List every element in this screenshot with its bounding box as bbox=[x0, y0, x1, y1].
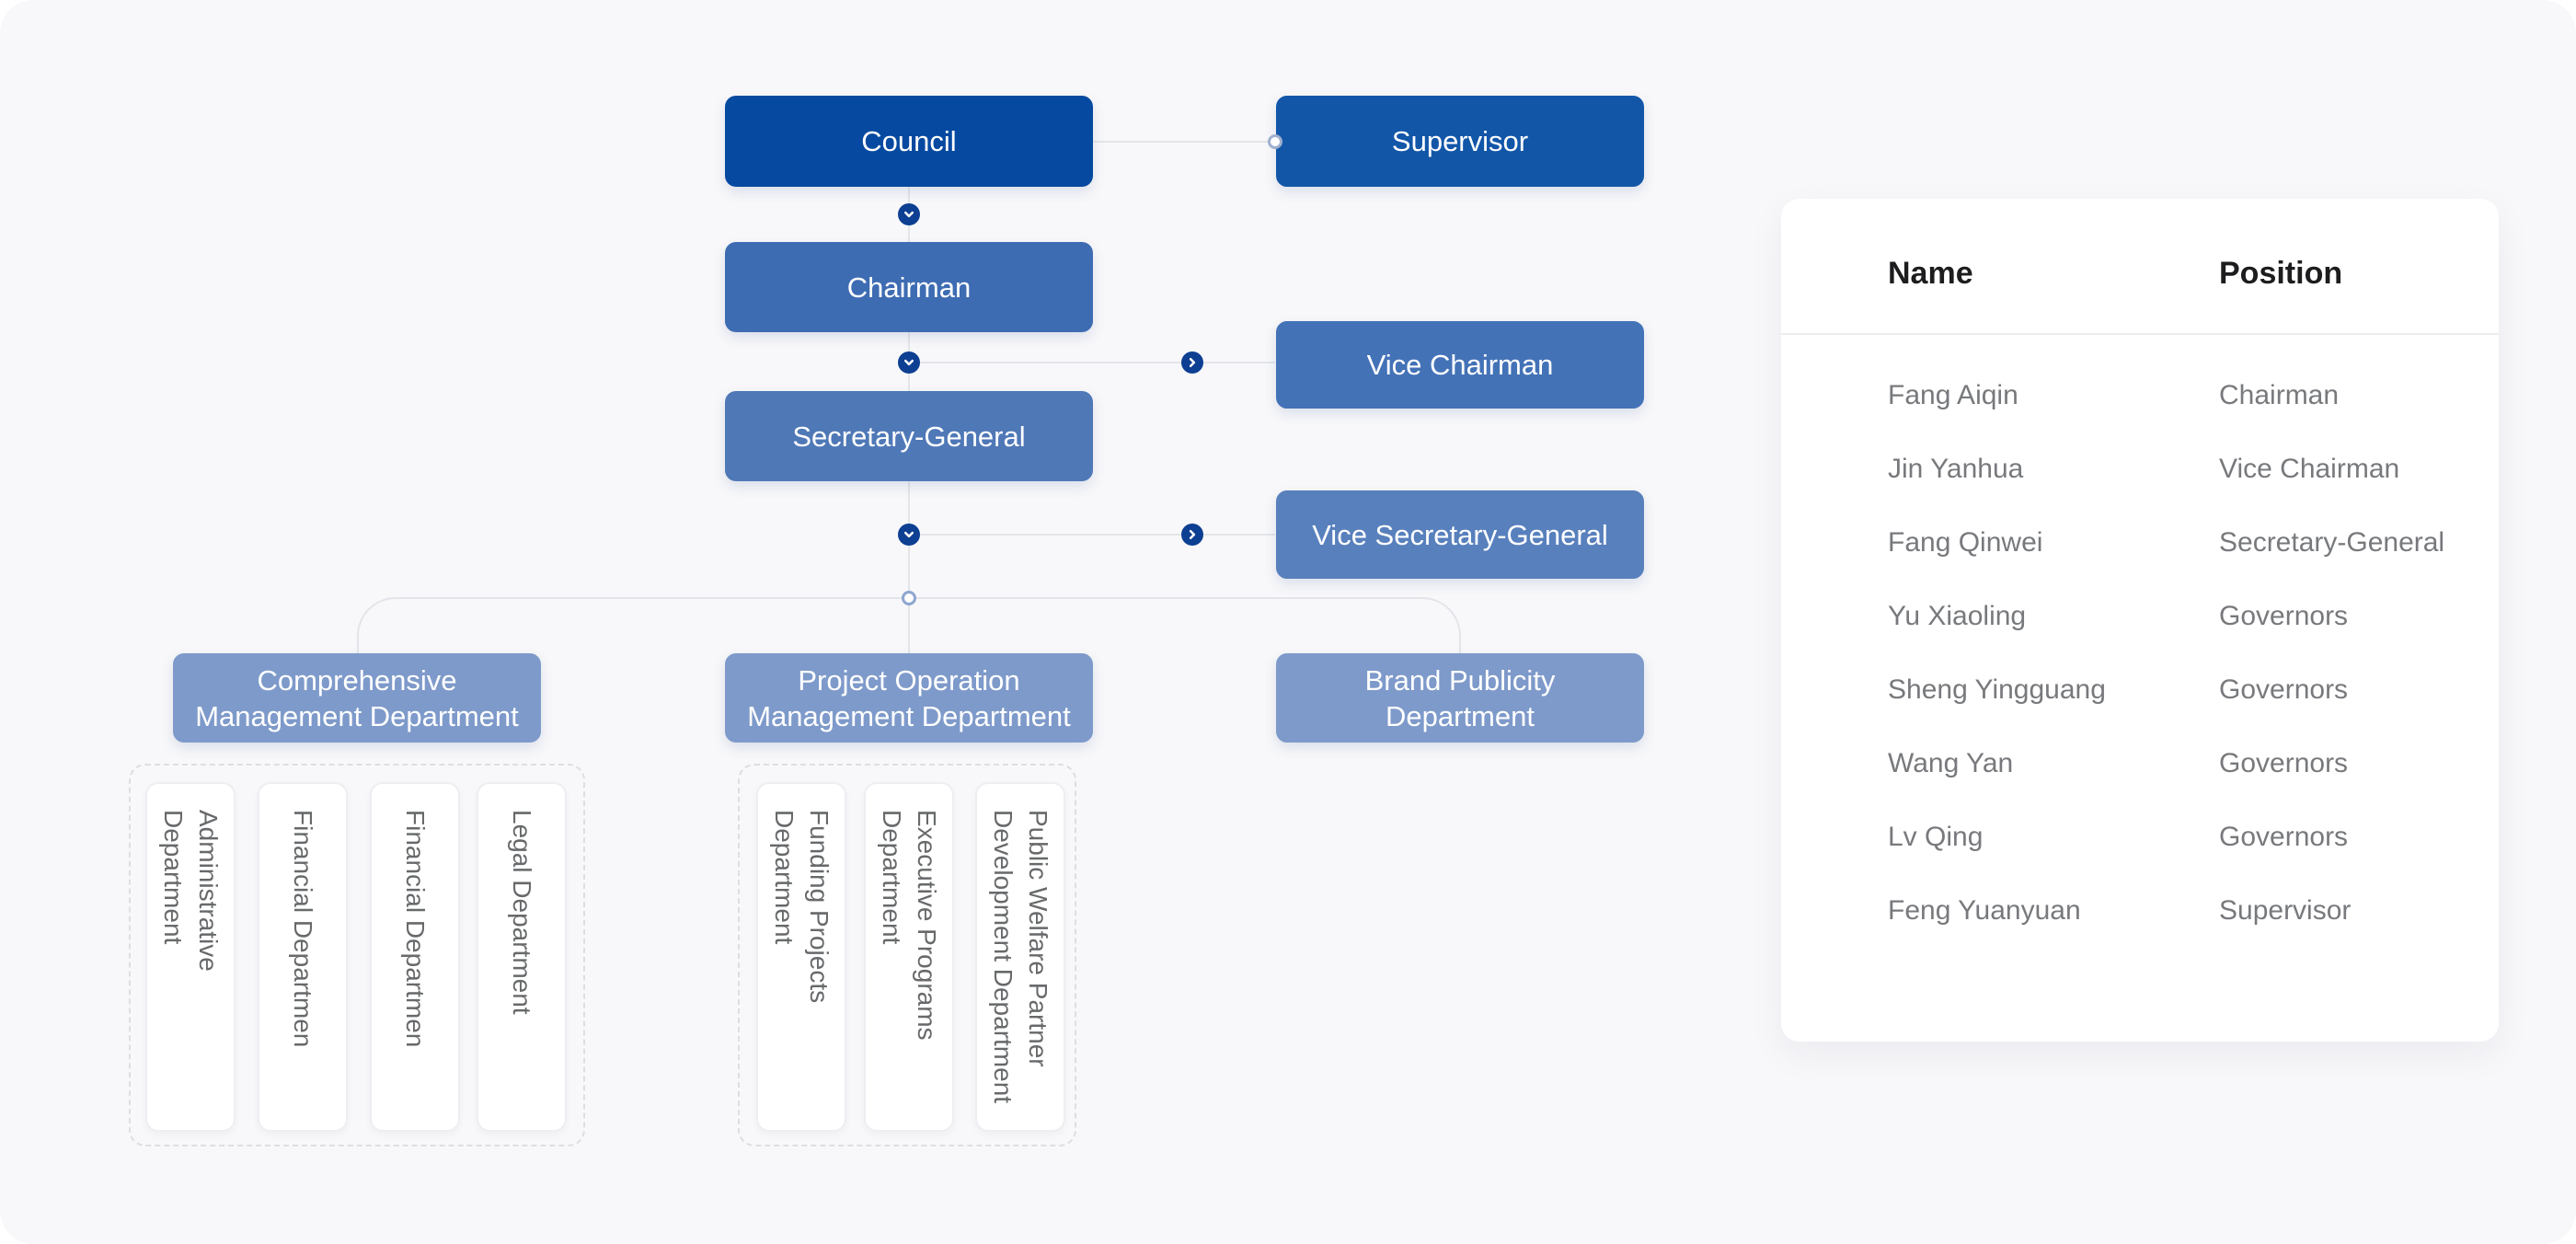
table-row: Lv Qing Governors bbox=[1781, 801, 2499, 874]
column-header-name: Name bbox=[1888, 256, 1973, 291]
sub-department-label: Legal Department bbox=[508, 810, 536, 1015]
member-position: Secretary-General bbox=[2219, 527, 2445, 558]
sub-department-card: Administrative Department bbox=[145, 782, 236, 1132]
org-node-vice-chairman: Vice Chairman bbox=[1276, 321, 1644, 409]
connector-line bbox=[908, 598, 910, 653]
table-row: Feng Yuanyuan Supervisor bbox=[1781, 874, 2499, 948]
member-position: Governors bbox=[2219, 748, 2349, 778]
chevron-right-icon[interactable] bbox=[1181, 351, 1203, 374]
table-row: Wang Yan Governors bbox=[1781, 727, 2499, 801]
sub-department-card: Legal Department bbox=[477, 782, 567, 1132]
column-header-position: Position bbox=[2219, 256, 2343, 291]
member-name: Fang Aiqin bbox=[1888, 380, 2018, 410]
sub-department-card: Funding Projects Department bbox=[756, 782, 846, 1132]
circle-connector-icon bbox=[1268, 134, 1282, 149]
sub-departments-project-group: Funding Projects Department Executive Pr… bbox=[738, 764, 1076, 1146]
sub-department-card: Executive Programs Department bbox=[864, 782, 954, 1132]
org-node-project-operation-management-department: Project Operation Management Department bbox=[725, 653, 1093, 743]
member-name: Fang Qinwei bbox=[1888, 527, 2043, 558]
member-name: Feng Yuanyuan bbox=[1888, 895, 2081, 926]
member-name: Jin Yanhua bbox=[1888, 454, 2024, 484]
sub-department-card: Financial Departmen bbox=[258, 782, 348, 1132]
org-node-council: Council bbox=[725, 96, 1093, 187]
member-position: Governors bbox=[2219, 674, 2349, 705]
sub-department-label: Financial Departmen bbox=[289, 810, 317, 1048]
org-node-comprehensive-management-department: Comprehensive Management Department bbox=[173, 653, 541, 743]
org-node-brand-publicity-department: Brand Publicity Department bbox=[1276, 653, 1644, 743]
sub-department-label: Funding Projects Department bbox=[770, 810, 834, 1004]
table-row: Sheng Yingguang Governors bbox=[1781, 653, 2499, 727]
org-node-supervisor: Supervisor bbox=[1276, 96, 1644, 187]
sub-department-card: Public Welfare Partner Development Depar… bbox=[975, 782, 1065, 1132]
connector-line bbox=[909, 362, 1275, 363]
connector-line bbox=[1093, 141, 1275, 143]
member-name: Sheng Yingguang bbox=[1888, 674, 2106, 705]
member-name: Wang Yan bbox=[1888, 748, 2014, 778]
member-position: Governors bbox=[2219, 822, 2349, 852]
table-row: Fang Qinwei Secretary-General bbox=[1781, 506, 2499, 580]
sub-departments-comprehensive-group: Administrative Department Financial Depa… bbox=[129, 764, 585, 1146]
chevron-right-icon[interactable] bbox=[1181, 524, 1203, 546]
sub-department-label: Administrative Department bbox=[159, 810, 223, 972]
chevron-down-icon[interactable] bbox=[898, 524, 920, 546]
member-name: Lv Qing bbox=[1888, 822, 1984, 852]
org-node-vice-secretary-general: Vice Secretary-General bbox=[1276, 490, 1644, 579]
org-node-secretary-general: Secretary-General bbox=[725, 391, 1093, 481]
table-header: Name Position bbox=[1781, 199, 2499, 333]
org-node-chairman: Chairman bbox=[725, 242, 1093, 332]
sub-department-card: Financial Departmen bbox=[370, 782, 460, 1132]
member-position: Chairman bbox=[2219, 380, 2340, 410]
table-header-divider bbox=[1781, 333, 2499, 335]
table-row: Fang Aiqin Chairman bbox=[1781, 359, 2499, 432]
sub-department-label: Financial Departmen bbox=[401, 810, 430, 1048]
member-name: Yu Xiaoling bbox=[1888, 601, 2027, 631]
member-position: Governors bbox=[2219, 601, 2349, 631]
table-row: Jin Yanhua Vice Chairman bbox=[1781, 432, 2499, 506]
circle-connector-icon bbox=[902, 591, 916, 605]
chevron-down-icon[interactable] bbox=[898, 203, 920, 225]
member-position: Vice Chairman bbox=[2219, 454, 2400, 484]
sub-department-label: Executive Programs Department bbox=[878, 810, 941, 1041]
table-body: Fang Aiqin Chairman Jin Yanhua Vice Chai… bbox=[1781, 359, 2499, 948]
chevron-down-icon[interactable] bbox=[898, 351, 920, 374]
connector-line bbox=[909, 534, 1275, 536]
table-row: Yu Xiaoling Governors bbox=[1781, 580, 2499, 653]
member-position: Supervisor bbox=[2219, 895, 2352, 926]
sub-department-label: Public Welfare Partner Development Depar… bbox=[989, 810, 1052, 1104]
members-table-card: Name Position Fang Aiqin Chairman Jin Ya… bbox=[1781, 199, 2499, 1042]
